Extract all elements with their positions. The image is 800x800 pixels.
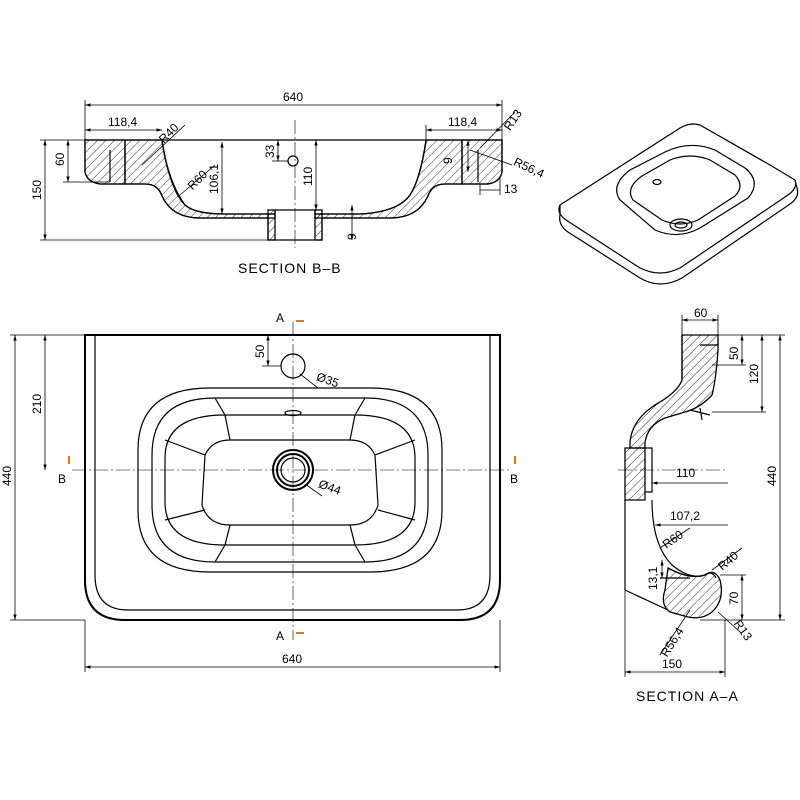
bb-h9a-dim: 9 (441, 157, 455, 164)
aa-h50-dim: 50 (727, 346, 741, 360)
aa-h70-dim: 70 (727, 591, 741, 605)
aa-r60-label: R60 (660, 527, 686, 551)
section-bb-right-bowl-wall (314, 139, 463, 219)
bb-w13-dim: 13 (504, 182, 518, 196)
aa-w60-dim: 60 (694, 306, 708, 320)
bb-h106-dim: 106,1 (207, 164, 221, 194)
section-bb-drain-left (267, 209, 276, 241)
bb-h150-dim: 150 (30, 180, 44, 200)
section-aa-back-wall (629, 334, 719, 449)
plan-width-dim: 640 (282, 652, 302, 666)
aa-r13-label: R13 (731, 617, 755, 643)
bb-right-offset-dim: 118,4 (448, 115, 477, 129)
bb-h60-dim: 60 (53, 152, 67, 166)
section-bb-title: SECTION B–B (238, 260, 342, 276)
isometric-view (558, 123, 799, 285)
section-bb-drain-right (314, 209, 323, 241)
aa-w150-dim: 150 (662, 657, 682, 671)
plan-marker-a-top: A (276, 311, 284, 325)
bb-h33-dim: 33 (263, 144, 277, 158)
bb-r13-label: R13 (501, 107, 525, 133)
plan-marker-b-right: B (510, 472, 518, 486)
section-aa-drain-wall (624, 447, 646, 501)
aa-r40-label: R40 (715, 548, 741, 573)
iso-front-edge (559, 179, 799, 285)
plan-rim-line (94, 335, 491, 611)
plan-bowl-rim (151, 397, 429, 563)
section-bb-tap-hole (287, 155, 299, 167)
iso-tap-hole (652, 178, 662, 186)
aa-r56-label: R56,4 (658, 624, 687, 659)
aa-w107-dim: 107,2 (670, 509, 700, 523)
bb-r56-label: R56,4 (511, 155, 546, 181)
plan-h440-dim: 440 (0, 466, 14, 486)
bb-left-offset-dim: 118,4 (108, 115, 137, 129)
iso-bowl-outer (616, 144, 755, 236)
aa-w110-dim: 110 (676, 466, 695, 480)
plan-outer-outline (84, 334, 501, 621)
plan-bowl-inner (164, 414, 416, 546)
bb-h9b-dim: 9 (345, 233, 359, 240)
plan-h210-dim: 210 (30, 394, 44, 414)
section-bb-view: 640 118,4 118,4 R40 R13 R60 R56,4 150 60… (30, 90, 547, 276)
plan-tap-hole-dim: Ø35 (315, 369, 341, 390)
aa-h440-dim: 440 (765, 466, 779, 486)
section-bb-left-wall (84, 139, 126, 185)
aa-h13-dim: 13,1 (646, 566, 660, 590)
section-aa-title: SECTION A–A (636, 688, 739, 704)
iso-drain-inner (674, 221, 688, 229)
iso-drain-outer (669, 218, 693, 232)
section-aa-view: 60 50 120 440 110 107,2 R60 R40 13,1 70 … (618, 306, 785, 704)
plan-bowl-floor (201, 439, 379, 526)
aa-h120-dim: 120 (747, 364, 761, 384)
plan-marker-b-left: B (58, 472, 66, 486)
bb-width-dim: 640 (283, 90, 303, 104)
plan-marker-a-bottom: A (276, 629, 284, 643)
plan-bowl-outer (137, 387, 443, 573)
iso-top-outline (558, 123, 797, 274)
bb-h110-dim: 110 (301, 167, 315, 186)
plan-h50-dim: 50 (253, 344, 267, 358)
plan-view: A A B B 440 210 50 Ø35 Ø44 640 (0, 311, 518, 672)
